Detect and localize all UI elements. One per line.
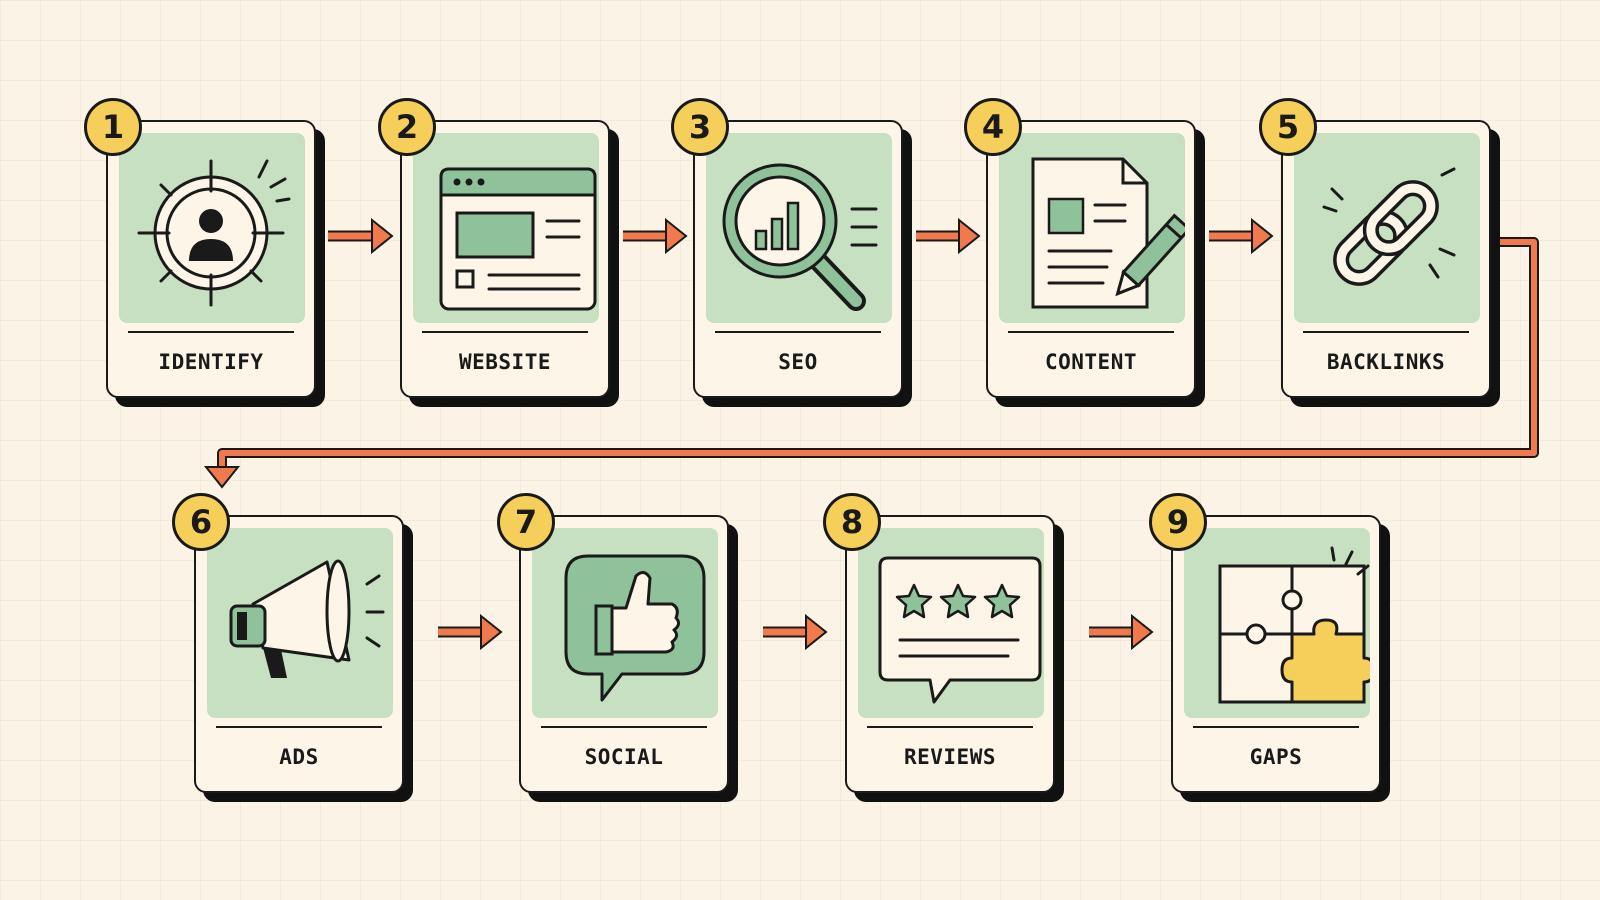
step-1-illustration <box>119 133 305 323</box>
step-card-1: IDENTIFY 1 <box>84 98 325 407</box>
arrow-8-to-9 <box>1089 613 1154 651</box>
arrow-6-to-7 <box>438 613 503 651</box>
step-2-label: WEBSITE <box>458 350 551 374</box>
step-4-label: CONTENT <box>1044 350 1137 374</box>
step-5-label: BACKLINKS <box>1326 350 1446 374</box>
star-review-bubble-icon <box>878 556 1042 704</box>
thumbs-up-bubble-icon <box>564 554 706 702</box>
step-1-label: IDENTIFY <box>158 350 264 374</box>
step-3-number-badge: 3 <box>671 98 729 156</box>
arrow-4-to-5 <box>1209 217 1274 255</box>
arrow-2-to-3 <box>623 217 688 255</box>
step-card-2: WEBSITE 2 <box>378 98 619 407</box>
step-4-illustration <box>999 133 1185 323</box>
step-2-illustration <box>413 133 599 323</box>
megaphone-icon <box>229 559 385 678</box>
step-7-illustration <box>532 528 718 718</box>
step-1-number-badge: 1 <box>84 98 142 156</box>
arrow-3-to-4 <box>916 217 981 255</box>
step-card-4: CONTENT 4 <box>964 98 1205 407</box>
document-pencil-icon <box>1031 157 1185 309</box>
arrow-5-to-6 <box>203 237 1539 489</box>
step-8-illustration <box>858 528 1044 718</box>
step-3-label: SEO <box>778 350 818 374</box>
arrow-1-to-2 <box>328 217 394 255</box>
step-6-label: ADS <box>279 745 319 769</box>
step-card-5: BACKLINKS 5 <box>1259 98 1500 407</box>
step-card-8: REVIEWS 8 <box>823 493 1064 802</box>
step-card-3: SEO 3 <box>671 98 912 407</box>
step-7-number-badge: 7 <box>497 493 555 551</box>
step-8-label: REVIEWS <box>903 745 996 769</box>
magnifier-chart-icon <box>722 163 878 311</box>
arrow-7-to-8 <box>763 613 828 651</box>
step-2-number-badge: 2 <box>378 98 436 156</box>
step-7-label: SOCIAL <box>584 745 664 769</box>
step-3-illustration <box>706 133 892 323</box>
step-9-number-badge: 9 <box>1149 493 1207 551</box>
step-4-number-badge: 4 <box>964 98 1022 156</box>
step-6-illustration <box>207 528 393 718</box>
step-6-number-badge: 6 <box>172 493 230 551</box>
step-card-6: ADS 6 <box>172 493 413 802</box>
step-9-label: GAPS <box>1249 745 1303 769</box>
browser-window-icon <box>439 167 597 311</box>
step-5-number-badge: 5 <box>1259 98 1317 156</box>
puzzle-pieces-icon <box>1218 546 1370 704</box>
step-9-illustration <box>1184 528 1370 718</box>
target-person-icon <box>137 159 291 307</box>
step-card-7: SOCIAL 7 <box>497 493 738 802</box>
chain-link-icon <box>1322 167 1456 286</box>
step-8-number-badge: 8 <box>823 493 881 551</box>
step-5-illustration <box>1294 133 1480 323</box>
step-card-9: GAPS 9 <box>1149 493 1390 802</box>
